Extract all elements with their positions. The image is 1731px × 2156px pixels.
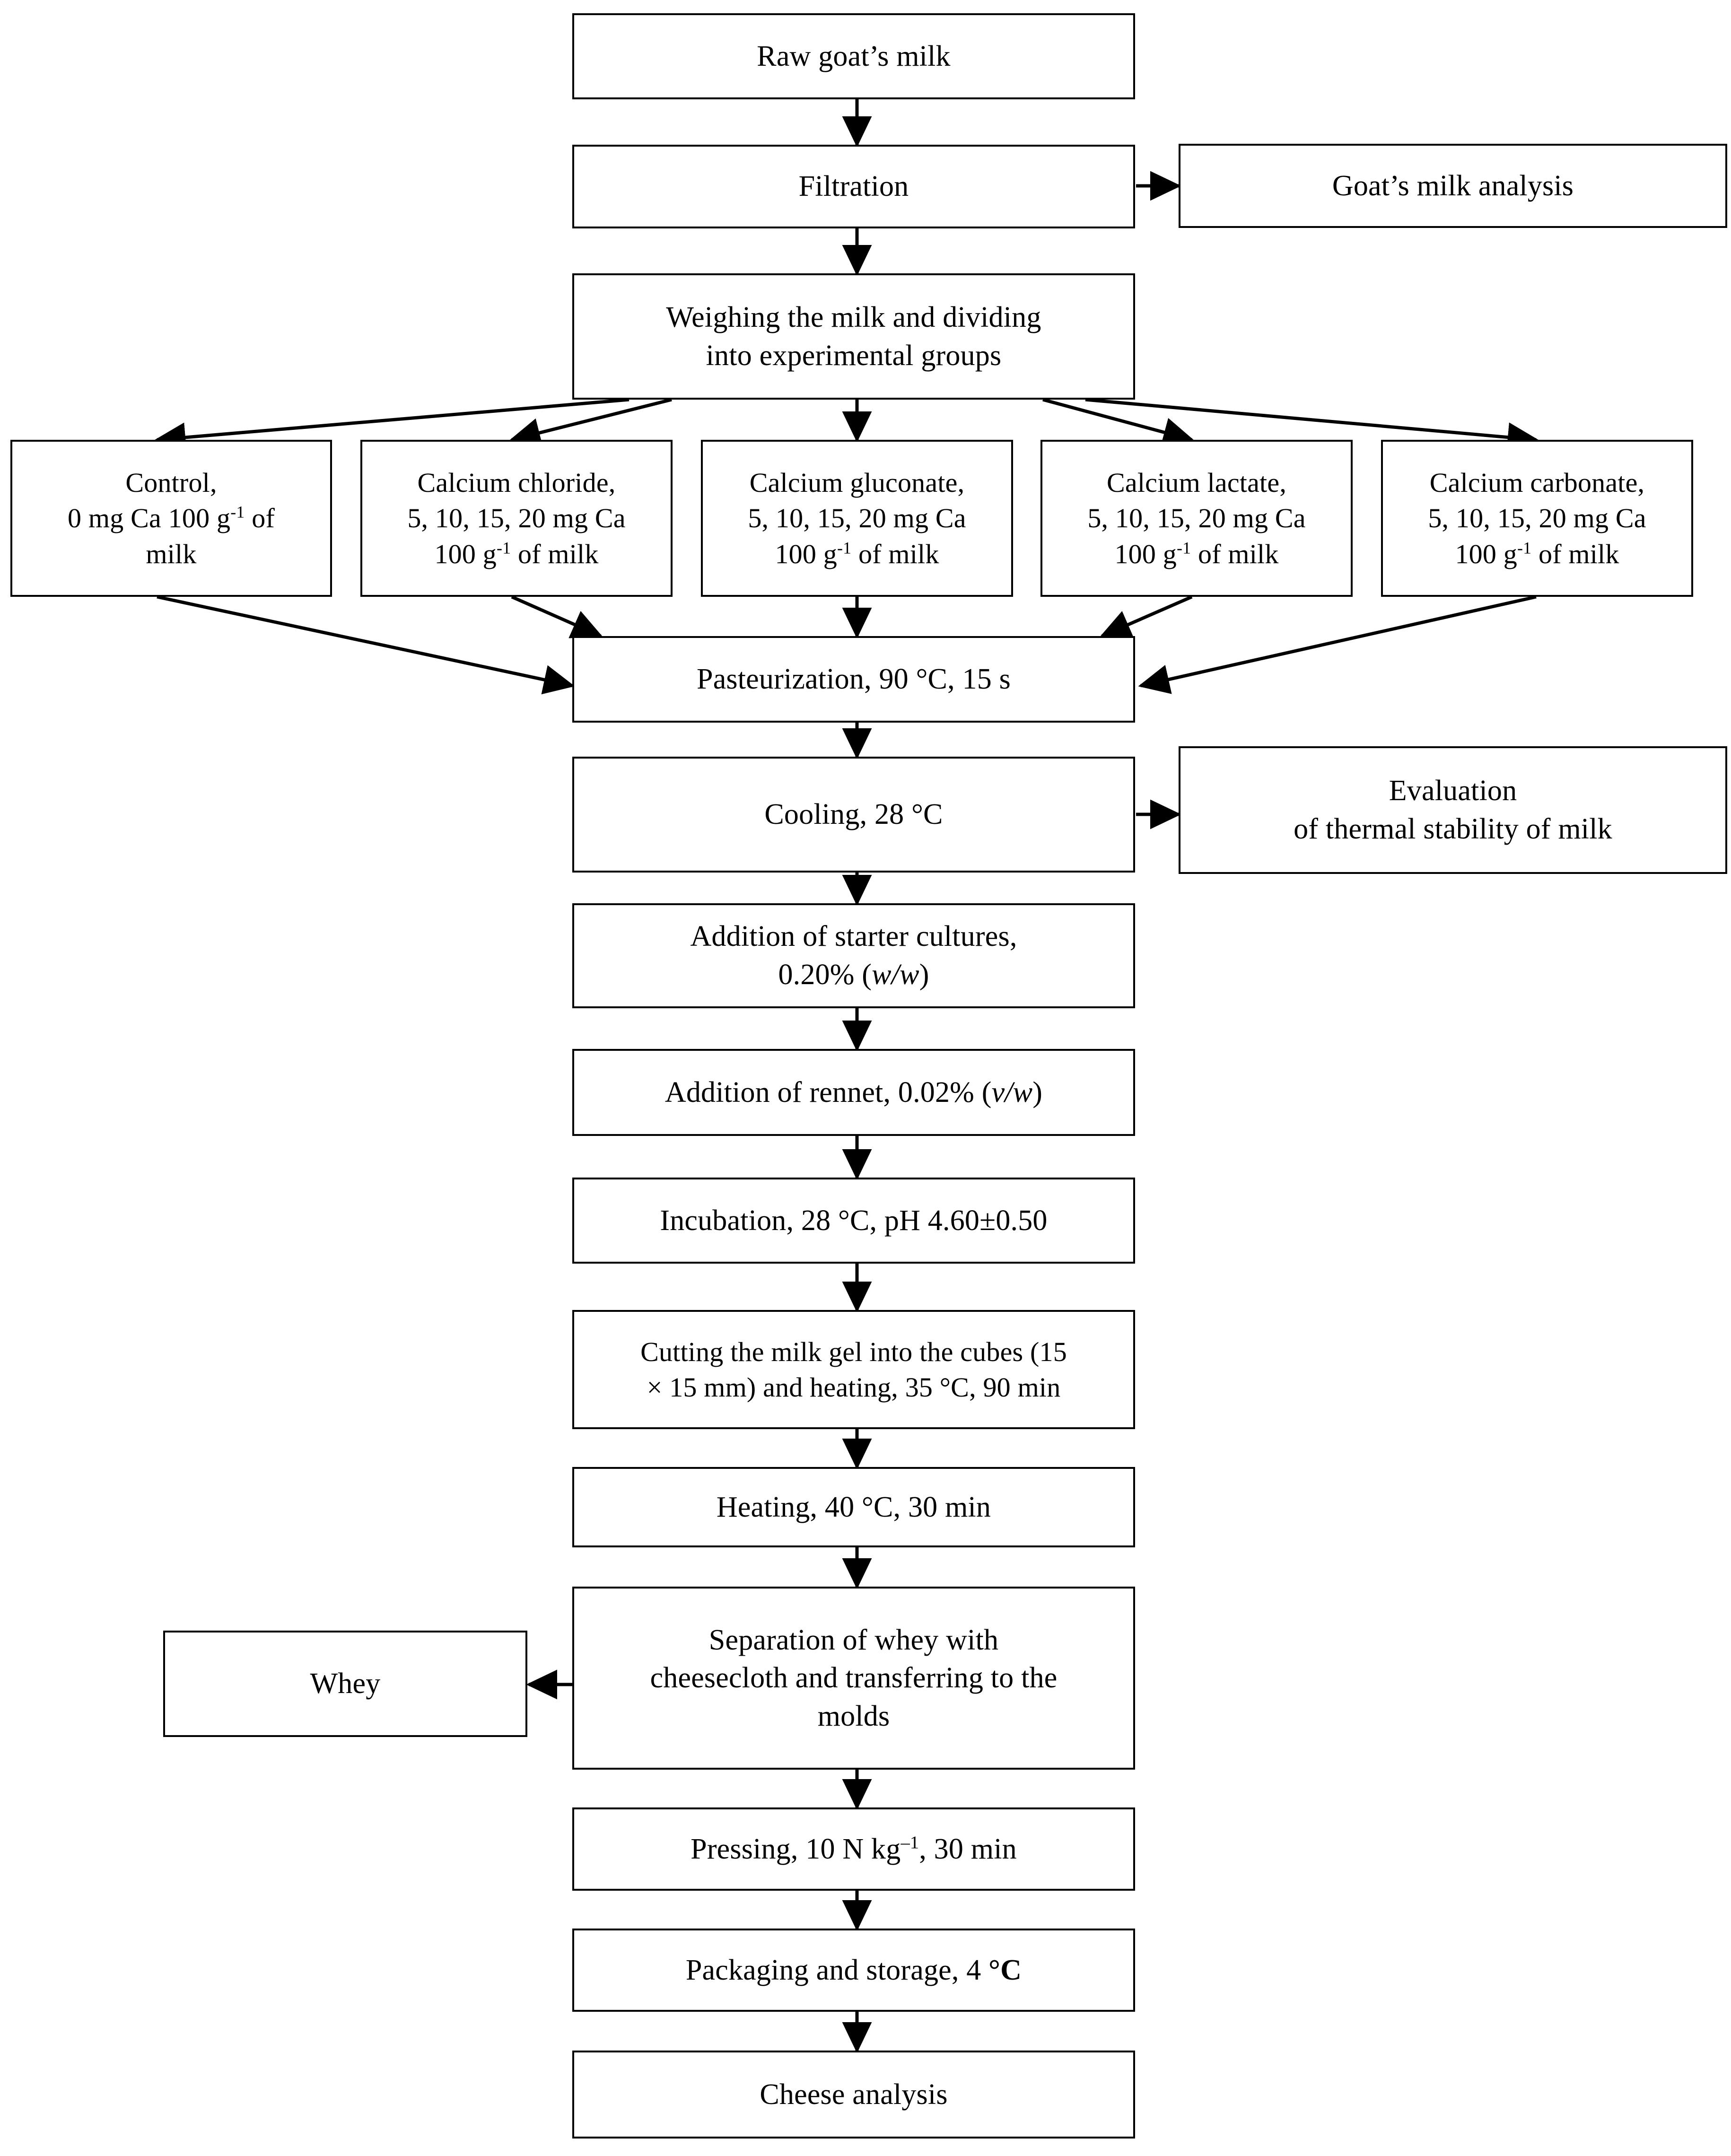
group-gluconate-line2: 5, 10, 15, 20 mg Ca — [748, 503, 966, 534]
group-control-line2-sup: -1 — [230, 502, 245, 522]
node-packaging-pre: Packaging and storage, 4 — [685, 1954, 989, 1986]
node-milk-analysis[interactable]: Goat’s milk analysis — [1179, 144, 1727, 228]
node-cheese-analysis[interactable]: Cheese analysis — [572, 2051, 1135, 2139]
node-packaging-temp: °C — [988, 1954, 1022, 1986]
node-raw-milk[interactable]: Raw goat’s milk — [572, 13, 1135, 99]
group-carbonate-line3-sup: -1 — [1517, 538, 1532, 558]
connector-carbonate-pasteurization — [1138, 595, 1537, 694]
group-control-line1: Control, — [125, 467, 217, 498]
node-rennet-post: ) — [1032, 1076, 1043, 1109]
group-control-line3: milk — [146, 538, 197, 569]
node-separation-line1: Separation of whey with — [708, 1624, 999, 1656]
node-separation-line2: cheesecloth and transferring to the — [650, 1662, 1058, 1694]
node-rennet-ratio: v/w — [991, 1076, 1033, 1109]
group-control-line2-pre: 0 mg Ca 100 g — [68, 503, 231, 534]
node-cooling-label: Cooling, 28 °C — [764, 798, 943, 831]
node-raw-milk-label: Raw goat’s milk — [757, 40, 951, 72]
node-rennet-pre: Addition of rennet, 0.02% ( — [664, 1076, 992, 1109]
node-heating[interactable]: Heating, 40 °C, 30 min — [572, 1467, 1135, 1547]
node-group-calcium-chloride[interactable]: Calcium chloride, 5, 10, 15, 20 mg Ca 10… — [360, 440, 673, 597]
node-pressing-post: , 30 min — [919, 1833, 1017, 1865]
node-weighing-line1: Weighing the milk and dividing — [666, 301, 1041, 333]
node-heating-label: Heating, 40 °C, 30 min — [716, 1491, 991, 1523]
connector-weighing-carbonate — [1085, 398, 1539, 453]
node-group-calcium-carbonate[interactable]: Calcium carbonate, 5, 10, 15, 20 mg Ca 1… — [1381, 440, 1693, 597]
group-lactate-line2: 5, 10, 15, 20 mg Ca — [1087, 503, 1306, 534]
group-chloride-line3-sup: -1 — [496, 538, 511, 558]
group-chloride-line3-pre: 100 g — [434, 538, 497, 569]
group-chloride-line2: 5, 10, 15, 20 mg Ca — [407, 503, 626, 534]
node-pressing-sup: –1 — [900, 1833, 919, 1853]
connector-weighing-control — [154, 398, 629, 453]
group-gluconate-line3-post: of milk — [851, 538, 939, 569]
group-lactate-line3-pre: 100 g — [1114, 538, 1177, 569]
connector-control-pasteurization — [157, 595, 575, 695]
node-thermal-line2: of thermal stability of milk — [1294, 813, 1612, 845]
node-thermal-line1: Evaluation — [1389, 775, 1517, 807]
connector-chloride-pasteurization — [511, 595, 603, 638]
node-filtration[interactable]: Filtration — [572, 145, 1135, 228]
node-starter-line2-ratio: w/w — [872, 959, 919, 991]
connector-weighing-chloride — [509, 398, 672, 447]
node-cutting-line1: Cutting the milk gel into the cubes (15 — [640, 1336, 1067, 1367]
group-gluconate-line3-pre: 100 g — [775, 538, 837, 569]
node-pressing[interactable]: Pressing, 10 N kg–1, 30 min — [572, 1807, 1135, 1891]
node-cheese-analysis-label: Cheese analysis — [760, 2078, 948, 2111]
node-cutting[interactable]: Cutting the milk gel into the cubes (15 … — [572, 1310, 1135, 1429]
group-control-line2-post: of — [245, 503, 275, 534]
node-thermal-stability[interactable]: Evaluation of thermal stability of milk — [1179, 746, 1727, 874]
node-cutting-line2: × 15 mm) and heating, 35 °C, 90 min — [647, 1372, 1061, 1403]
group-lactate-line1: Calcium lactate, — [1106, 467, 1287, 498]
node-filtration-label: Filtration — [798, 170, 909, 203]
node-milk-analysis-label: Goat’s milk analysis — [1332, 169, 1574, 202]
node-pasteurization[interactable]: Pasteurization, 90 °C, 15 s — [572, 636, 1135, 723]
group-gluconate-line3-sup: -1 — [837, 538, 852, 558]
group-chloride-line3-post: of milk — [511, 538, 599, 569]
group-lactate-line3-post: of milk — [1191, 538, 1279, 569]
node-packaging[interactable]: Packaging and storage, 4 °C — [572, 1929, 1135, 2012]
node-pasteurization-label: Pasteurization, 90 °C, 15 s — [697, 663, 1011, 696]
node-group-calcium-lactate[interactable]: Calcium lactate, 5, 10, 15, 20 mg Ca 100… — [1040, 440, 1353, 597]
node-starter-line2-post: ) — [919, 959, 929, 991]
node-separation[interactable]: Separation of whey with cheesecloth and … — [572, 1587, 1135, 1770]
node-whey[interactable]: Whey — [163, 1631, 527, 1737]
node-incubation-label: Incubation, 28 °C, pH 4.60±0.50 — [660, 1204, 1048, 1237]
group-carbonate-line3-post: of milk — [1531, 538, 1619, 569]
group-lactate-line3-sup: -1 — [1176, 538, 1191, 558]
node-separation-line3: molds — [817, 1700, 890, 1732]
group-carbonate-line1: Calcium carbonate, — [1429, 467, 1645, 498]
group-carbonate-line3-pre: 100 g — [1455, 538, 1517, 569]
group-chloride-line1: Calcium chloride, — [417, 467, 616, 498]
node-whey-label: Whey — [310, 1667, 381, 1700]
node-starter-cultures[interactable]: Addition of starter cultures, 0.20% (w/w… — [572, 903, 1135, 1008]
group-gluconate-line1: Calcium gluconate, — [749, 467, 965, 498]
group-carbonate-line2: 5, 10, 15, 20 mg Ca — [1428, 503, 1646, 534]
node-starter-line2-pre: 0.20% ( — [778, 959, 872, 991]
node-starter-line1: Addition of starter cultures, — [690, 920, 1017, 953]
node-weighing[interactable]: Weighing the milk and dividing into expe… — [572, 273, 1135, 400]
node-cooling[interactable]: Cooling, 28 °C — [572, 757, 1135, 873]
node-group-calcium-gluconate[interactable]: Calcium gluconate, 5, 10, 15, 20 mg Ca 1… — [701, 440, 1013, 597]
connector-weighing-lactate — [1042, 398, 1195, 447]
node-weighing-line2: into experimental groups — [706, 339, 1002, 372]
node-rennet[interactable]: Addition of rennet, 0.02% (v/w) — [572, 1049, 1135, 1136]
node-group-control[interactable]: Control, 0 mg Ca 100 g-1 of milk — [10, 440, 332, 597]
connector-lactate-pasteurization — [1099, 595, 1193, 638]
node-incubation[interactable]: Incubation, 28 °C, pH 4.60±0.50 — [572, 1178, 1135, 1264]
node-pressing-pre: Pressing, 10 N kg — [691, 1833, 901, 1865]
